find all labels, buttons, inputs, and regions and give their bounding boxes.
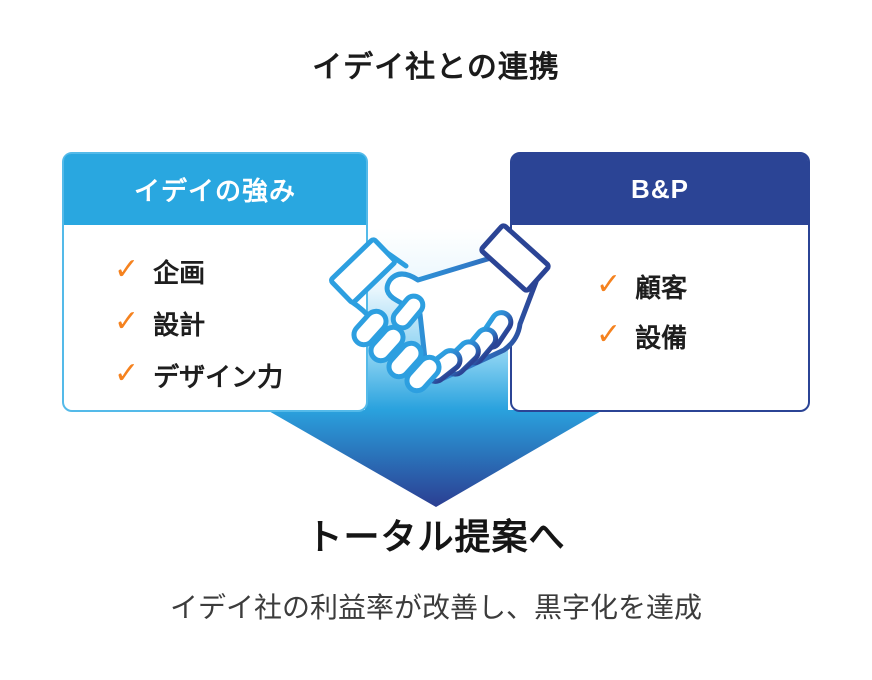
item-label: 設計 [153,309,206,340]
left-card: イデイの強み ✓ 企画 ✓ 設計 ✓ デザイン力 [62,152,368,412]
list-item: ✓ 設計 [114,297,366,349]
check-icon: ✓ [596,268,622,301]
right-cuff [479,223,551,293]
right-card-header: B&P [512,154,808,225]
left-cuff [329,237,397,305]
item-label: 設備 [635,322,688,353]
check-icon: ✓ [114,253,140,286]
right-card: B&P ✓ 顧客 ✓ 設備 [510,152,810,412]
list-item: ✓ 顧客 [596,261,808,311]
page-title: イデイ社との連携 [312,51,560,84]
list-item: ✓ 企画 [114,245,366,297]
handshake-icon [329,223,551,394]
result-headline: トータル提案へ [306,516,566,557]
left-card-items: ✓ 企画 ✓ 設計 ✓ デザイン力 [64,225,366,401]
item-label: 顧客 [635,272,688,303]
item-label: 企画 [153,257,206,288]
left-thumb [390,293,426,331]
item-label: デザイン力 [153,361,284,392]
check-icon: ✓ [114,357,140,390]
list-item: ✓ デザイン力 [114,349,366,401]
right-hand-fingers [423,310,514,384]
left-hand-knuckles [351,308,442,394]
left-card-header: イデイの強み [64,154,366,225]
result-subtitle: イデイ社の利益率が改善し、黒字化を達成 [169,592,702,623]
check-icon: ✓ [114,305,140,338]
right-card-items: ✓ 顧客 ✓ 設備 [512,225,808,361]
check-icon: ✓ [596,318,622,351]
list-item: ✓ 設備 [596,311,808,361]
